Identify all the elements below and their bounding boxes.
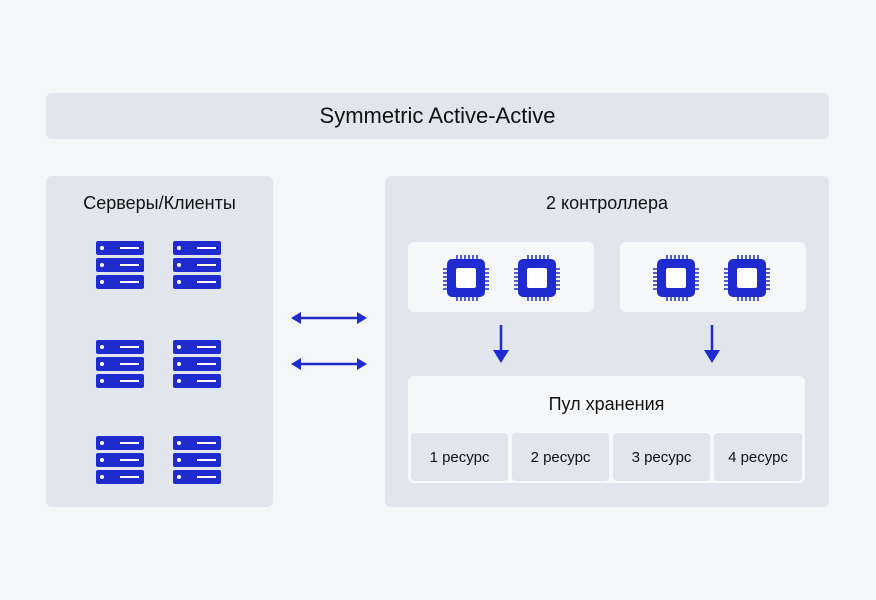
controllers-title: 2 контроллера xyxy=(546,193,668,213)
bidirectional-arrow-icon xyxy=(291,311,367,325)
resource-cell: 3 ресурс xyxy=(613,433,710,481)
cpu-chip-icon xyxy=(724,255,770,301)
controller-2 xyxy=(620,242,806,312)
server-icon xyxy=(173,436,221,485)
resource-cell: 1 ресурс xyxy=(411,433,508,481)
server-icon xyxy=(96,340,144,389)
storage-pool-title: Пул хранения xyxy=(548,394,665,414)
diagram-title: Symmetric Active-Active xyxy=(319,103,556,128)
cpu-chip-icon xyxy=(653,255,699,301)
resource-cell: 4 ресурс xyxy=(714,433,802,481)
cpu-chip-icon xyxy=(443,255,489,301)
storage-pool: Пул хранения 1 ресурс 2 ресурс 3 ресурс … xyxy=(408,376,805,483)
bidirectional-arrow-icon xyxy=(291,357,367,371)
server-icon xyxy=(96,241,144,290)
servers-panel: Серверы/Клиенты xyxy=(46,176,273,507)
servers-title: Серверы/Клиенты xyxy=(83,193,236,213)
server-icon xyxy=(96,436,144,485)
cpu-chip-icon xyxy=(514,255,560,301)
controller-1 xyxy=(408,242,594,312)
arrow-down-icon xyxy=(704,325,720,363)
server-icon xyxy=(173,340,221,389)
arrow-down-icon xyxy=(493,325,509,363)
header-bar: Symmetric Active-Active xyxy=(46,93,829,139)
resource-cell: 2 ресурс xyxy=(512,433,609,481)
controllers-panel: 2 контроллера Пул хранения 1 ресурс 2 ре… xyxy=(385,176,829,507)
server-icon xyxy=(173,241,221,290)
